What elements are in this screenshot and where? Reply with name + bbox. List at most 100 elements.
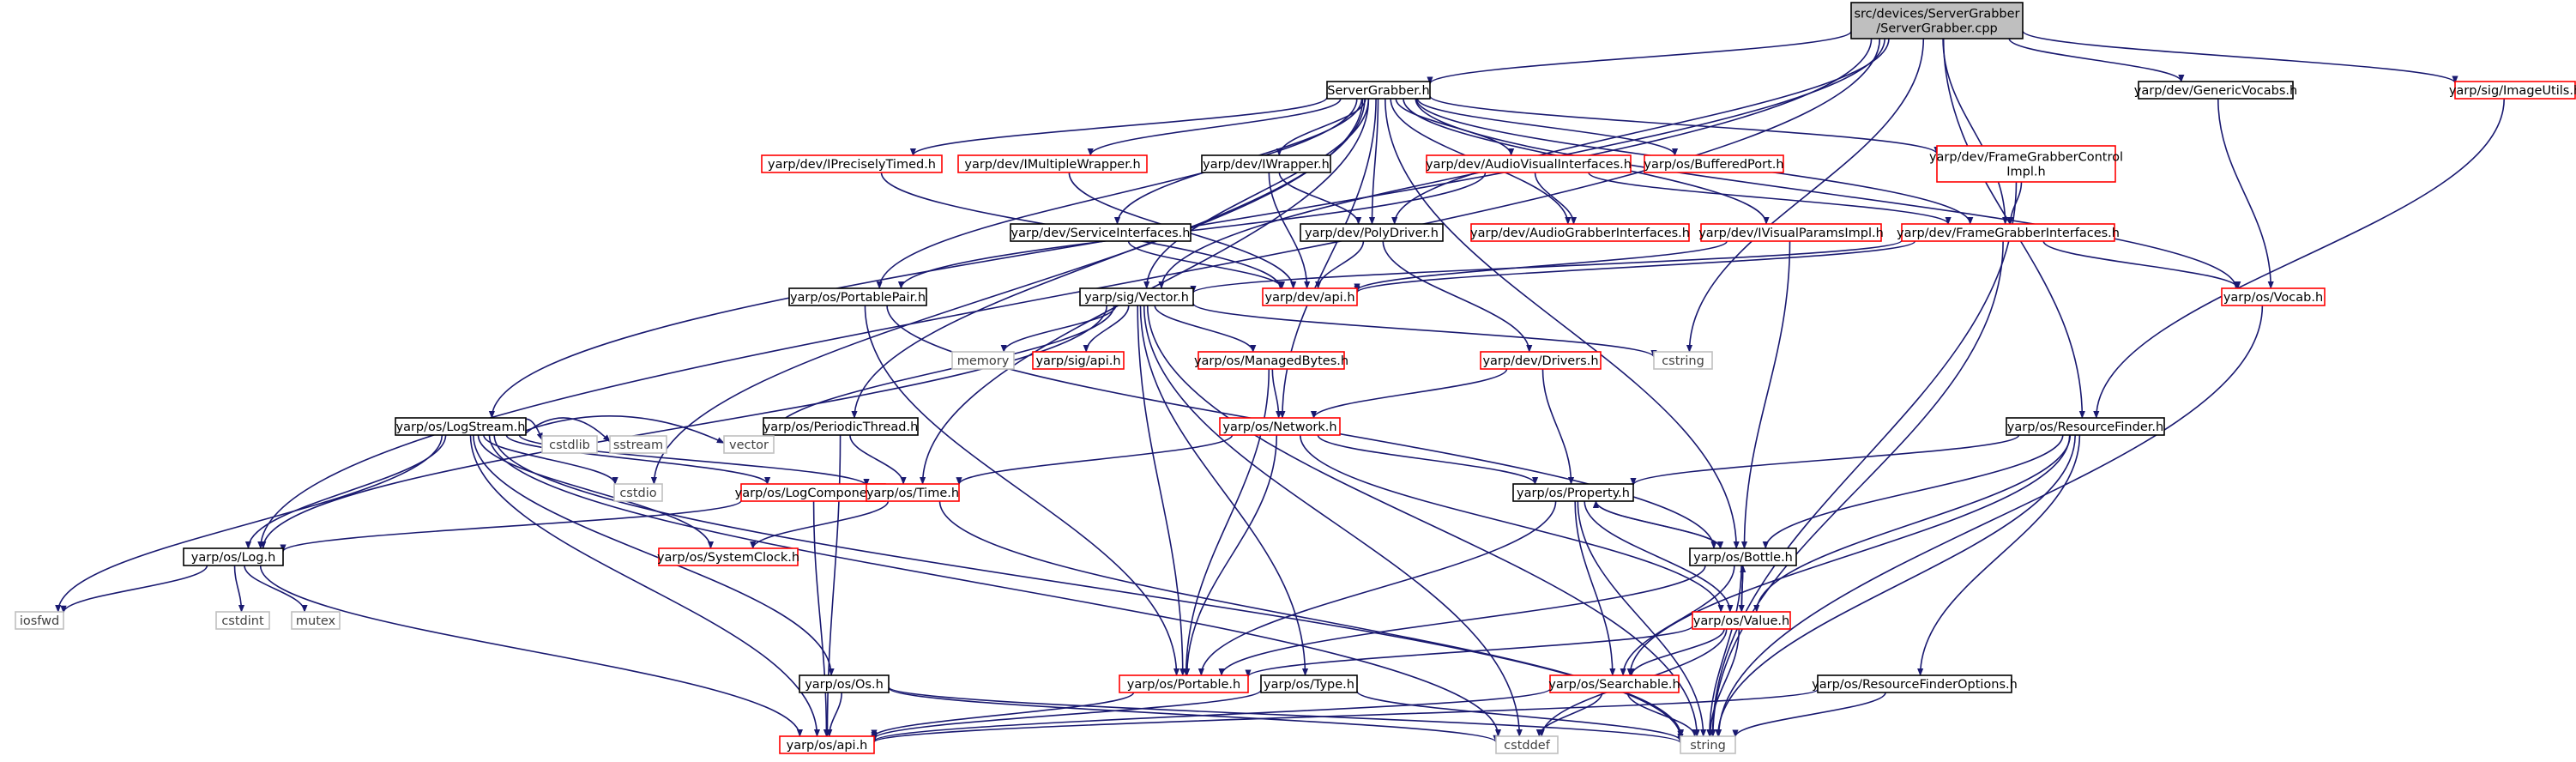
edge-path-property-to-searchable [1574, 500, 1616, 676]
node-cstring: cstring [1653, 351, 1713, 370]
edge-path-vector_h-to-type [1139, 305, 1309, 676]
include-edge [1268, 172, 1311, 289]
node-searchable[interactable]: yarp/os/Searchable.h [1548, 674, 1680, 693]
include-edge [525, 415, 725, 444]
edge-path-value-to-string [1707, 628, 1740, 737]
node-systemclock[interactable]: yarp/os/SystemClock.h [657, 547, 799, 566]
node-iwrapper[interactable]: yarp/dev/IWrapper.h [1201, 154, 1331, 173]
node-box [1644, 154, 1784, 173]
include-edge [1588, 172, 1952, 225]
node-log[interactable]: yarp/os/Log.h [183, 547, 284, 566]
node-polydriver[interactable]: yarp/dev/PolyDriver.h [1300, 223, 1444, 242]
include-edge [1620, 565, 1735, 676]
include-edge [871, 688, 1819, 743]
node-serviceinterfaces[interactable]: yarp/dev/ServiceInterfaces.h [1010, 223, 1191, 242]
node-label: sstream [613, 438, 663, 452]
node-bufferedport[interactable]: yarp/os/BufferedPort.h [1644, 154, 1784, 173]
edge-path-property-to-portable [1198, 500, 1557, 676]
include-edge [1577, 500, 1707, 737]
include-edge [1143, 305, 1523, 737]
node-property[interactable]: yarp/os/Property.h [1512, 483, 1634, 502]
node-label: yarp/os/Vocab.h [2223, 291, 2323, 305]
node-ipreciselytimed[interactable]: yarp/dev/IPreciselyTimed.h [761, 154, 943, 173]
node-label: yarp/os/PortablePair.h [790, 291, 926, 305]
node-box [291, 611, 341, 630]
edge-path-log-to-osapi [259, 565, 803, 737]
edge-path-network-to-time [956, 434, 1234, 486]
node-label: cstdint [221, 614, 264, 628]
node-osapi[interactable]: yarp/os/api.h [779, 735, 875, 754]
node-periodicthread[interactable]: yarp/os/PeriodicThread.h [763, 417, 919, 436]
include-edge [1192, 302, 1657, 358]
edge-path-os_h-to-cstddef [888, 686, 1499, 743]
node-drivers[interactable]: yarp/dev/Drivers.h [1480, 351, 1602, 370]
include-edge [1574, 500, 1616, 676]
include-edge [493, 434, 1684, 739]
node-logstream[interactable]: yarp/os/LogStream.h [395, 417, 527, 436]
node-label: yarp/dev/Drivers.h [1482, 354, 1598, 368]
include-edge [244, 434, 447, 549]
node-servergrabber_h[interactable]: ServerGrabber.h [1326, 81, 1431, 100]
node-root[interactable]: src/devices/ServerGrabber/ServerGrabber.… [1850, 2, 2024, 39]
node-box [658, 547, 799, 566]
edge-path-rfoptions-to-string [1732, 692, 1886, 738]
include-edge [518, 434, 870, 487]
include-edge [1630, 434, 2020, 486]
include-edge [1354, 240, 1728, 292]
node-imultiplewrapper[interactable]: yarp/dev/IMultipleWrapper.h [957, 154, 1148, 173]
node-ivisualparams[interactable]: yarp/dev/IVisualParamsImpl.h [1698, 223, 1884, 242]
node-time[interactable]: yarp/os/Time.h [866, 483, 960, 502]
node-resourcefinder[interactable]: yarp/os/ResourceFinder.h [2006, 417, 2165, 436]
node-fginterfaces[interactable]: yarp/dev/FrameGrabberInterfaces.h [1897, 223, 2120, 242]
include-edge [259, 565, 803, 737]
include-edge [1083, 305, 1130, 353]
edge-path-property-to-value [1584, 500, 1734, 613]
edge-path-logcomponent-to-log [280, 499, 742, 553]
node-label: string [1690, 739, 1726, 753]
node-box [2138, 81, 2294, 100]
include-edge [1628, 628, 1725, 676]
node-managedbytes[interactable]: yarp/os/ManagedBytes.h [1194, 351, 1348, 370]
node-sigapi[interactable]: yarp/sig/api.h [1032, 351, 1125, 370]
node-type[interactable]: yarp/os/Type.h [1260, 674, 1358, 693]
node-value[interactable]: yarp/os/Value.h [1692, 611, 1791, 630]
node-box [1300, 223, 1444, 242]
node-portablepair[interactable]: yarp/os/PortablePair.h [788, 287, 927, 306]
edge-path-logcomponent-to-osapi [812, 500, 830, 737]
node-vocab[interactable]: yarp/os/Vocab.h [2221, 287, 2326, 306]
node-audiovisual[interactable]: yarp/dev/AudioVisualInterfaces.h [1426, 154, 1632, 173]
node-box [609, 435, 667, 454]
node-label: yarp/os/BufferedPort.h [1644, 158, 1783, 172]
node-devapi[interactable]: yarp/dev/api.h [1262, 287, 1358, 306]
edge-path-type-to-osapi [871, 689, 1262, 740]
node-genericvocabs[interactable]: yarp/dev/GenericVocabs.h [2134, 81, 2297, 100]
edge-path-resourcefinder-to-property [1630, 434, 2020, 486]
node-label: yarp/os/Bottle.h [1693, 551, 1793, 565]
node-box [1326, 81, 1431, 100]
node-os_h[interactable]: yarp/os/Os.h [799, 674, 890, 693]
node-imageutils[interactable]: yarp/sig/ImageUtils.h [2449, 81, 2576, 100]
node-vector_h[interactable]: yarp/sig/Vector.h [1079, 287, 1194, 306]
edge-path-vocab-to-string [1716, 305, 2264, 737]
node-portable[interactable]: yarp/os/Portable.h [1119, 674, 1249, 693]
node-box [1512, 483, 1634, 502]
include-edge [280, 499, 742, 553]
edge-path-root-to-imageutils [2022, 30, 2458, 84]
node-bottle[interactable]: yarp/os/Bottle.h [1689, 547, 1797, 566]
include-edge [1584, 500, 1734, 613]
node-rfoptions[interactable]: yarp/os/ResourceFinderOptions.h [1812, 674, 2018, 693]
node-audiograbber[interactable]: yarp/dev/AudioGrabberInterfaces.h [1470, 223, 1690, 242]
edge-path-drivers-to-network [1310, 368, 1508, 419]
node-box [788, 287, 927, 306]
node-box [1817, 674, 2012, 693]
node-logcomponent[interactable]: yarp/os/LogComponent.h [735, 483, 892, 502]
include-edge [1154, 305, 1257, 353]
include-edge [473, 434, 835, 676]
node-label: /ServerGrabber.cpp [1876, 22, 1997, 36]
node-network[interactable]: yarp/os/Network.h [1219, 417, 1341, 436]
include-edge [1710, 240, 2004, 737]
edge-path-imageutils-to-resourcefinder [2093, 98, 2506, 419]
edge-path-root-to-fginterfaces [1942, 38, 2009, 225]
